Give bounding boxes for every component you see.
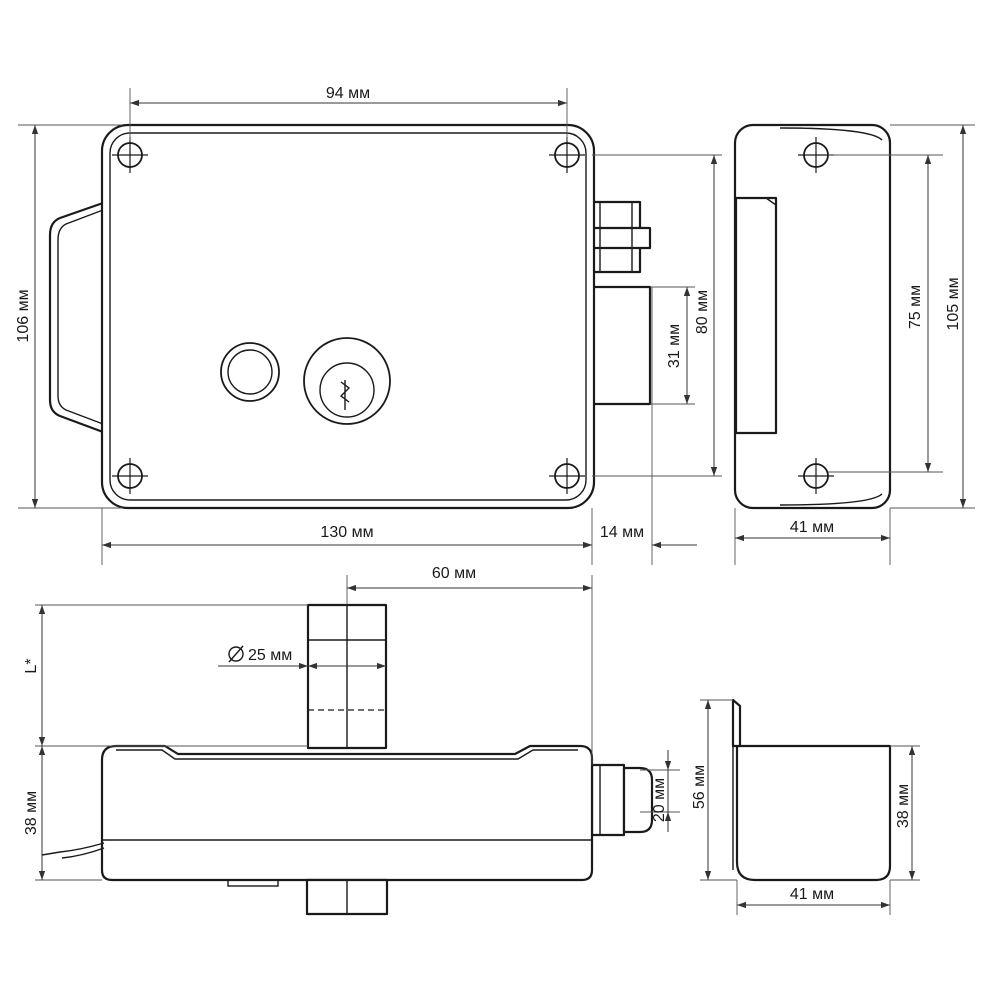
dim-cylinder-length: L* — [23, 658, 40, 673]
side-mounting-holes — [798, 137, 834, 494]
keeper-body — [735, 744, 892, 882]
dim-bolt-height: 31 мм — [666, 324, 683, 368]
dim-body-depth: 38 мм — [23, 791, 40, 835]
keeper-flange — [731, 698, 742, 748]
front-side-bump — [48, 201, 105, 434]
dim-side-width: 41 мм — [790, 519, 834, 536]
top-body — [100, 744, 594, 882]
front-mounting-holes — [112, 137, 585, 494]
dim-front-top-width: 94 мм — [326, 85, 370, 102]
dim-cylinder-diameter: 25 мм — [248, 647, 292, 664]
front-view: 94 мм 106 мм 130 мм 14 мм 31 мм 80 мм — [15, 85, 722, 565]
side-view: 41 мм 75 мм 105 мм — [733, 123, 975, 565]
dim-front-width: 130 мм — [320, 524, 373, 541]
side-plate — [734, 196, 778, 435]
dim-side-holes-span: 75 мм — [907, 285, 924, 329]
key-cylinder — [303, 337, 391, 425]
dim-keeper-depth: 38 мм — [895, 784, 912, 828]
front-body — [100, 123, 596, 510]
top-view: 60 мм 25 мм L* 38 мм 20 мм — [23, 565, 680, 916]
dim-bolt-depth: 20 мм — [651, 778, 668, 822]
release-button — [220, 342, 280, 402]
diameter-icon — [228, 645, 244, 663]
dim-bolt-projection: 14 мм — [600, 524, 644, 541]
dim-keeper-width: 41 мм — [790, 886, 834, 903]
dim-side-height: 105 мм — [945, 277, 962, 330]
front-bolt — [590, 200, 652, 406]
dim-front-height: 106 мм — [15, 289, 32, 342]
dim-keeper-height: 56 мм — [691, 765, 708, 809]
wire — [41, 842, 105, 859]
dim-cylinder-offset: 60 мм — [432, 565, 476, 582]
top-bolt — [590, 763, 654, 837]
dim-keeper-holes-span: 80 мм — [694, 290, 711, 334]
keeper-view: 56 мм 38 мм 41 мм — [691, 698, 920, 915]
